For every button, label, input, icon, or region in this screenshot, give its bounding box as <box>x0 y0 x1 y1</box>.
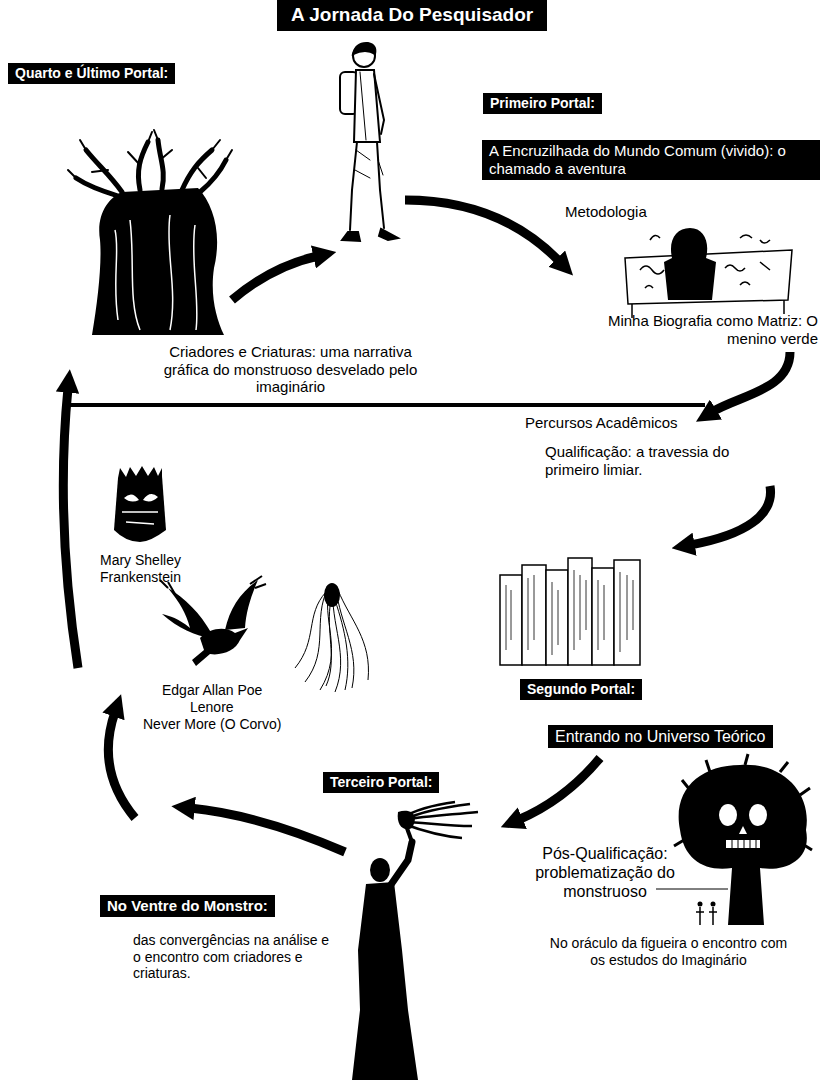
tree-trunk <box>92 188 224 335</box>
cycle-arrow <box>518 758 600 820</box>
cycle-arrow <box>190 808 345 852</box>
writer-silhouette <box>664 228 716 300</box>
hair <box>118 466 162 478</box>
figure-hair <box>353 43 375 54</box>
portal-label-text: A Encruzilhada do Mundo Comum (vivido): … <box>489 142 813 178</box>
portal-label-text: Quarto e Último Portal: <box>15 65 168 82</box>
dead-tree <box>68 130 232 335</box>
tree-texture <box>115 215 197 330</box>
cycle-arrows <box>63 200 790 852</box>
cycle-arrow <box>108 712 135 818</box>
tree-canopy <box>679 765 807 925</box>
walking-figure <box>340 43 398 241</box>
ghost-hair <box>295 585 368 692</box>
head-shape <box>114 476 166 542</box>
portal-label-text: Terceiro Portal: <box>330 774 432 791</box>
tiny-people <box>696 907 717 925</box>
ghost-head <box>324 583 340 607</box>
portal-label-box: Quarto e Último Portal: <box>8 63 175 84</box>
tiny-person <box>698 902 703 907</box>
skull-eye <box>719 804 737 826</box>
tree-branches <box>76 140 226 196</box>
books <box>500 558 640 665</box>
leader-line <box>656 889 728 890</box>
caption-text: das convergências na análise e o encontr… <box>133 932 338 982</box>
tree-twigs <box>68 130 232 178</box>
portal-label-box: Segundo Portal: <box>520 679 642 700</box>
portal-label-text: Entrando no Universo Teórico <box>555 727 766 746</box>
canopy-spikes <box>674 754 812 850</box>
portal-label-text: Primeiro Portal: <box>490 95 595 112</box>
skull-teeth <box>726 840 760 848</box>
title-box: A Jornada Do Pesquisador <box>277 0 547 31</box>
portal-label-box: Terceiro Portal: <box>323 772 439 793</box>
teeth-lines <box>732 840 756 848</box>
caption-text: Percursos Acadêmicos <box>525 414 678 432</box>
title-text: A Jornada Do Pesquisador <box>291 4 533 25</box>
caption-text: Metodologia <box>565 203 647 221</box>
cycle-arrow <box>63 388 78 668</box>
portal-label-box: A Encruzilhada do Mundo Comum (vivido): … <box>482 140 820 180</box>
caption-text: Pós-Qualificação: problematização do mon… <box>520 845 690 902</box>
desk-scene <box>625 228 792 318</box>
tiny-person <box>711 902 716 907</box>
caption-text: Qualificação: a travessia do primeiro li… <box>545 443 775 478</box>
figure-arm <box>374 74 384 134</box>
book-spine-lines <box>506 570 633 655</box>
bearer-head <box>370 858 390 882</box>
portal-label-text: No Ventre do Monstro: <box>107 897 268 915</box>
figure-shoes <box>342 229 398 241</box>
eyes <box>124 494 158 501</box>
caption-text: Minha Biografia como Matriz: O menino ve… <box>596 312 818 347</box>
caption-text: Criadores e Criaturas: uma narrativa grá… <box>153 343 428 396</box>
raven-wing <box>162 588 212 638</box>
portal-label-box: Primeiro Portal: <box>483 93 602 114</box>
lenore-ghost <box>295 583 368 692</box>
cycle-arrow <box>712 352 790 412</box>
cycle-arrow <box>232 256 318 300</box>
flame-streaks <box>402 802 478 838</box>
book <box>546 570 568 665</box>
doodles <box>640 235 770 288</box>
torch-bearer <box>352 802 478 1080</box>
caption-text: Mary Shelley <box>100 552 181 569</box>
cycle-arrow <box>690 486 771 545</box>
caption-text: Frankenstein <box>100 569 181 586</box>
caption-text: No oráculo da figueira o encontro com os… <box>541 935 796 968</box>
book <box>592 568 614 665</box>
desk <box>625 250 792 304</box>
bearer-body <box>352 882 418 1080</box>
face-lines <box>122 512 158 524</box>
portal-label-text: Segundo Portal: <box>527 681 635 698</box>
skull-nose <box>739 826 747 834</box>
portal-label-box: Entrando no Universo Teórico <box>548 725 773 748</box>
caption-text: Lenore <box>190 699 234 716</box>
raven-wing <box>225 580 258 630</box>
frankenstein-head <box>114 466 166 542</box>
fig-tree <box>656 754 812 925</box>
cycle-arrow <box>405 200 560 262</box>
caption-text: Never More (O Corvo) <box>143 716 281 733</box>
portal-label-box: No Ventre do Monstro: <box>100 895 275 917</box>
bearer-arm <box>390 842 412 886</box>
figure-legs <box>350 142 384 230</box>
skull-eye <box>749 804 767 826</box>
caption-text: Edgar Allan Poe <box>162 682 262 699</box>
raven <box>160 576 266 666</box>
crossing-line <box>68 403 705 407</box>
